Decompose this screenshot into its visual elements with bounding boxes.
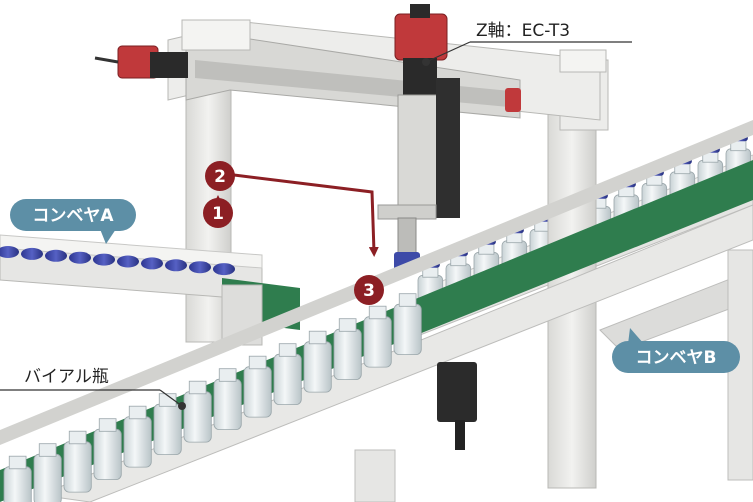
step-marker-2-label: 2	[214, 167, 226, 187]
vial	[33, 443, 62, 502]
motion-path	[213, 172, 379, 257]
vial	[273, 343, 302, 406]
tag-conveyor-b: コンベヤB	[612, 328, 740, 373]
step-marker-3-label: 3	[363, 281, 375, 301]
vial	[183, 380, 212, 443]
vial	[63, 430, 92, 493]
vial	[153, 393, 182, 456]
vial	[243, 355, 272, 418]
vial	[3, 455, 32, 502]
cap-row-conveyor-a	[0, 246, 235, 276]
vial-cap	[93, 253, 115, 266]
step-marker-1-label: 1	[212, 204, 224, 224]
step-marker-2: 2	[205, 161, 235, 191]
vial-label: バイアル瓶	[24, 367, 109, 387]
vial	[123, 405, 152, 468]
vial	[213, 368, 242, 431]
x-axis-motor	[94, 45, 521, 112]
vial	[303, 330, 332, 393]
vial-cap	[21, 247, 43, 260]
callout-vial: バイアル瓶	[0, 367, 186, 410]
vial	[363, 305, 392, 368]
sensor	[437, 362, 477, 450]
vial	[333, 318, 362, 381]
vial	[393, 293, 422, 356]
vial-row-front	[3, 293, 422, 502]
vial-cap	[141, 257, 163, 270]
transfer-arrow	[225, 172, 379, 257]
vial	[93, 418, 122, 481]
step-marker-3: 3	[354, 275, 384, 305]
vial-cap	[0, 246, 19, 258]
vial-cap	[165, 259, 187, 272]
conveyor-a-label: コンベヤA	[32, 206, 114, 226]
vial-cap	[189, 261, 211, 274]
z-axis-label: Z軸：EC-T3	[476, 21, 570, 41]
callout-z-axis: Z軸：EC-T3	[422, 21, 632, 66]
conveyor-b-label: コンベヤB	[636, 348, 717, 368]
step-marker-1: 1	[203, 198, 233, 228]
vial-cap	[213, 263, 235, 276]
tag-conveyor-a: コンベヤA	[10, 199, 136, 244]
vial-cap	[45, 249, 67, 262]
vial-cap	[117, 255, 139, 268]
vial-cap	[69, 251, 91, 264]
